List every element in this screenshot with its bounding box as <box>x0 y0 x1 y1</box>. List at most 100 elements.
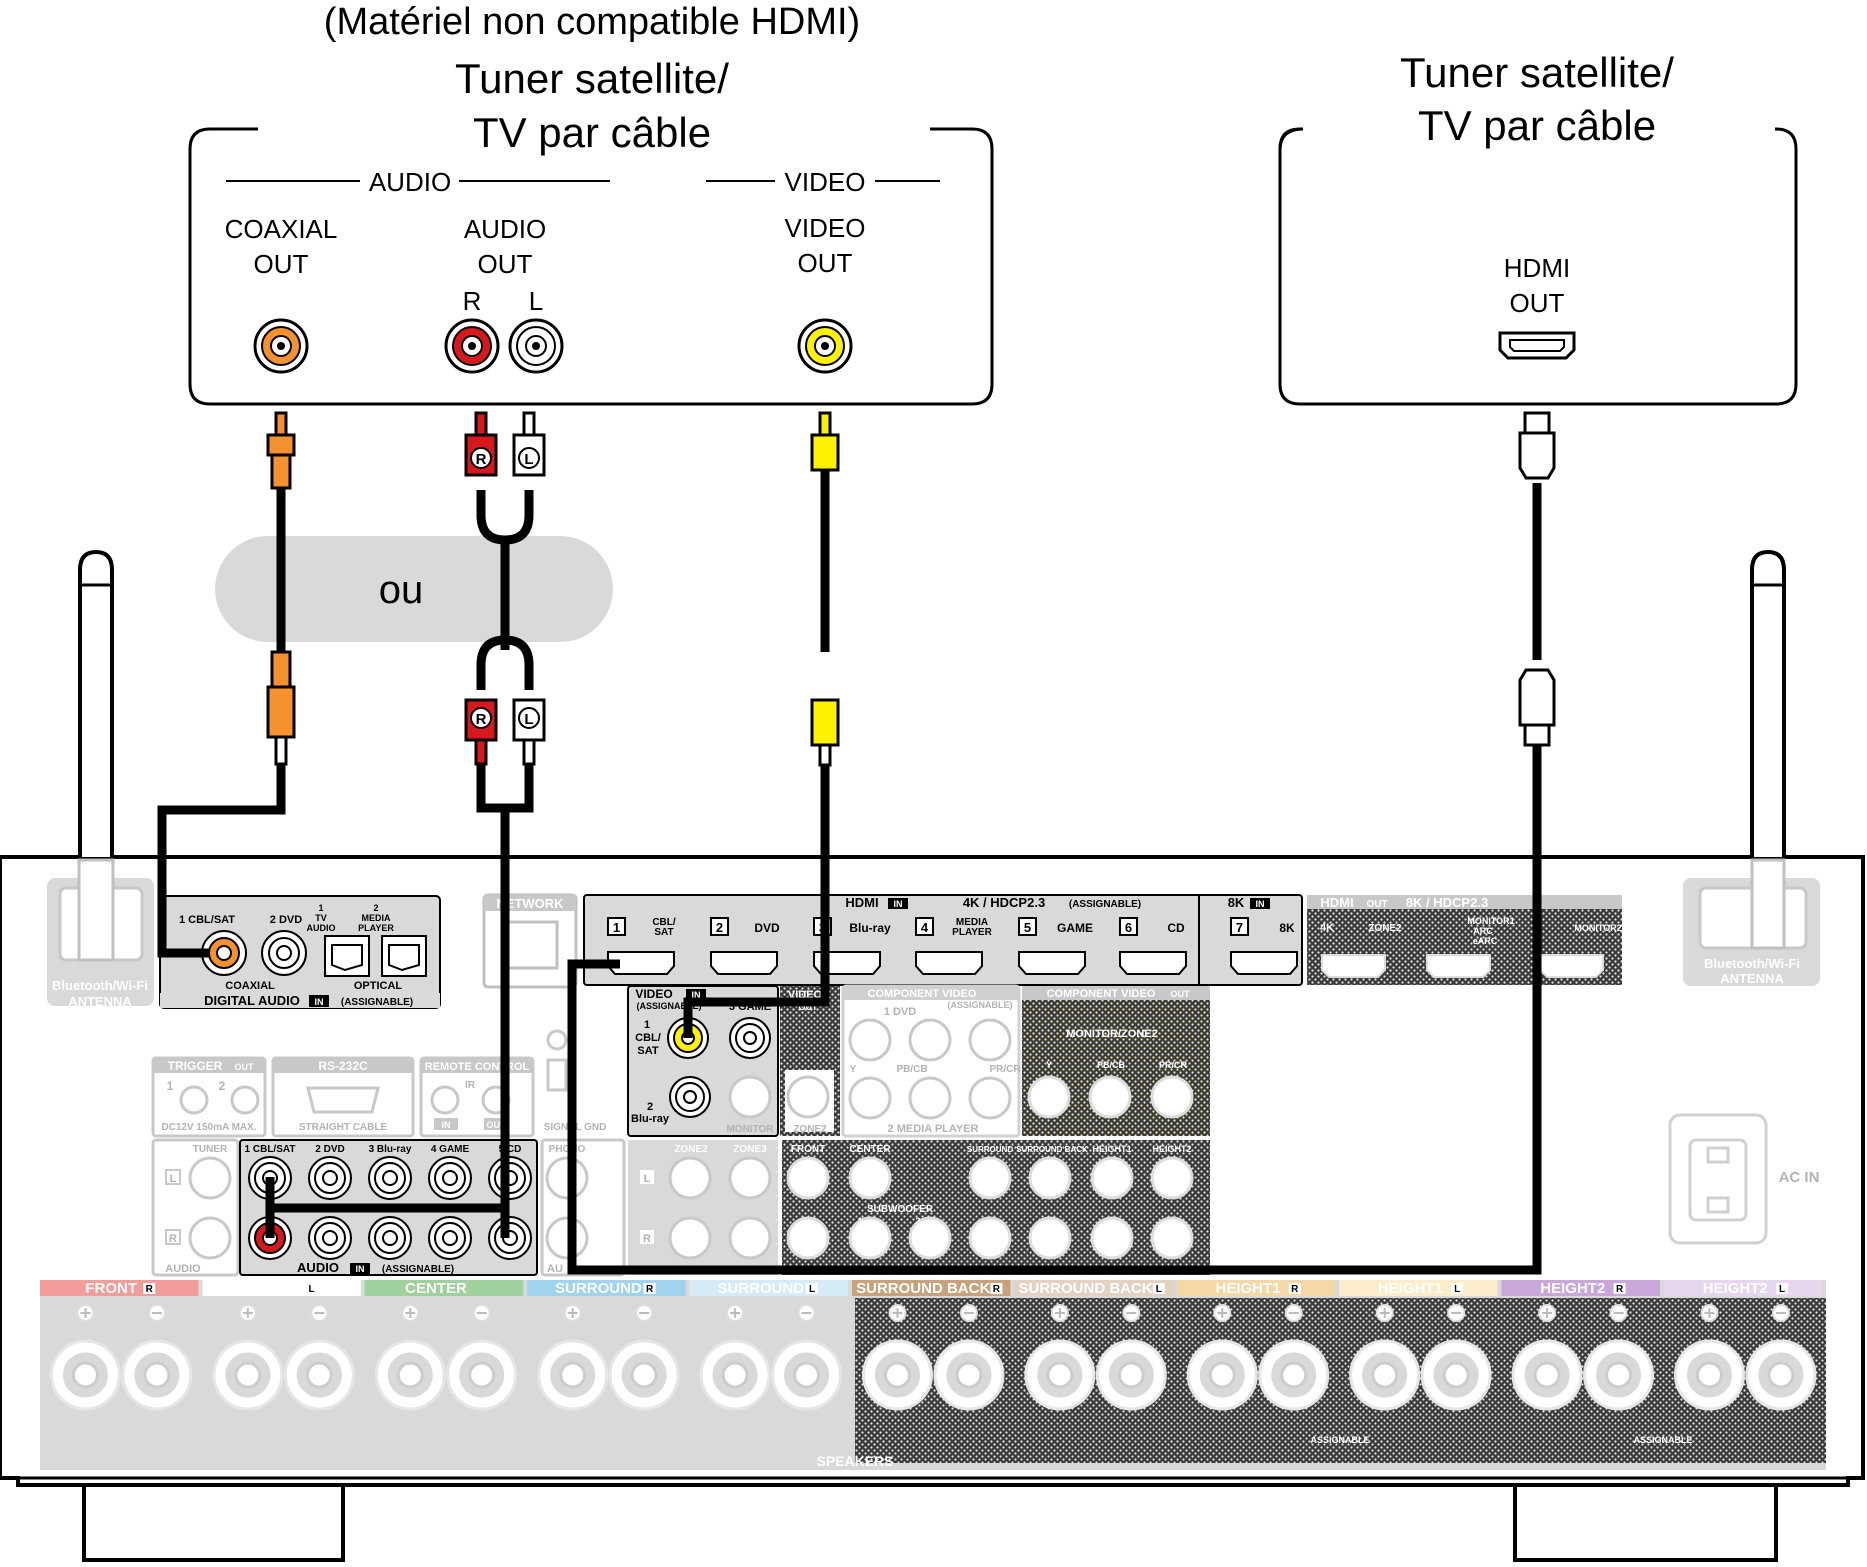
speaker-channel-header <box>364 1280 524 1296</box>
hdmi-in-port <box>1230 951 1298 975</box>
speaker-side-letter: L <box>1454 1284 1460 1295</box>
audio-in-input-label: 4 GAME <box>431 1144 470 1155</box>
pre-out-jack <box>968 1156 1012 1200</box>
hdmi-out-earc: eARC <box>1473 936 1498 946</box>
speaker-channel-label: SURROUND BACK <box>1019 1280 1153 1297</box>
zone-r: R <box>643 1233 651 1245</box>
trigger-out: OUT <box>235 1062 255 1072</box>
hdmi-in-number-box <box>1230 917 1249 936</box>
hdmi-in-name: 8K <box>1279 921 1295 935</box>
zone-pre-out: ZONE2 ZONE3 L R <box>628 1140 778 1275</box>
speaker-channel-label: SURROUND <box>555 1280 642 1297</box>
speaker-channel-label: HEIGHT1 <box>1215 1280 1280 1297</box>
hdmi-in-8k-badge: IN <box>1256 899 1265 909</box>
optical-label: OPTICAL <box>354 980 403 992</box>
pre-out-jack <box>1028 1156 1072 1200</box>
hdmi-in-number: 4 <box>921 920 929 935</box>
video-in-1-num: 1 <box>644 1019 650 1031</box>
zone-l: L <box>644 1173 651 1185</box>
antenna-right-label-2: ANTENNA <box>1720 971 1784 986</box>
hdmi-out-jack <box>1498 331 1576 360</box>
device-right-title-line1: Tuner satellite/ <box>1400 49 1674 96</box>
hdmi-in-name: MEDIA <box>956 917 988 928</box>
optical1-num: 1 <box>318 903 323 913</box>
coaxial-out-label-2: OUT <box>254 249 309 279</box>
assignable-height1: ASSIGNABLE <box>1310 1435 1369 1445</box>
hdmi-out-arc: ARC <box>1473 926 1493 936</box>
phono-label: PHONO <box>549 1144 586 1155</box>
optical2-name-2: PLAYER <box>358 923 394 933</box>
pre-out-jack <box>786 1216 830 1260</box>
hdmi-in-name: GAME <box>1057 921 1093 935</box>
pre-out-jack <box>1150 1156 1194 1200</box>
speaker-channel-label: CENTER <box>405 1280 467 1297</box>
hdmi-in-number: 1 <box>613 920 620 935</box>
ac-in: AC IN <box>1668 1113 1819 1245</box>
component-video-out: COMPONENT VIDEO OUT MONITOR/ZONE2 Y PB/C… <box>1022 986 1210 1136</box>
component-out-pr: PR/CR <box>1159 1060 1188 1070</box>
video-in-badge: IN <box>692 990 701 1000</box>
video-out-block: VIDEO OUT MONITOR ZONE2 <box>726 986 840 1136</box>
cables <box>157 470 1542 1275</box>
speaker-side-letter: L <box>1156 1284 1162 1295</box>
digital-audio-in-badge: IN <box>315 997 324 1007</box>
hdmi-in-name: PLAYER <box>952 927 992 938</box>
hdmi-in-title: HDMI <box>845 895 878 910</box>
remote-in: IN <box>442 1120 451 1130</box>
hdmi-in-spec: 4K / HDCP2.3 <box>963 895 1045 910</box>
coaxial-out-label-1: COAXIAL <box>225 214 338 244</box>
audio-in-input-label: 3 Blu-ray <box>369 1144 412 1155</box>
video-in-assignable: (ASSIGNABLE) <box>637 1001 702 1011</box>
component-in-media: 2 MEDIA PLAYER <box>888 1123 979 1135</box>
hdmi-in-name: CD <box>1167 921 1185 935</box>
speaker-channel-label: HEIGHT2 <box>1540 1280 1605 1297</box>
speaker-channel-header <box>852 1280 1011 1296</box>
component-out-badge: OUT <box>1171 989 1191 999</box>
audio-in-input-label: 1 CBL/SAT <box>245 1144 296 1155</box>
hdmi-in-number: 6 <box>1125 920 1132 935</box>
pre-out-height2: HEIGHT2 <box>1152 1144 1191 1154</box>
hdmi-in-assignable: (ASSIGNABLE) <box>1069 899 1141 910</box>
hdmi-in-number-box <box>607 917 626 936</box>
remote-title: REMOTE CONTROL <box>425 1061 530 1073</box>
hdmi-in-name: DVD <box>754 921 780 935</box>
speaker-side-box <box>143 1283 156 1294</box>
audio-in-title: AUDIO <box>297 1260 339 1275</box>
video-in-2-num: 2 <box>647 1101 653 1113</box>
or-bubble: ou <box>215 536 613 642</box>
remote-out: OUT <box>487 1120 507 1130</box>
hdmi-out-label-1: HDMI <box>1504 253 1570 283</box>
pre-out-height1: HEIGHT1 <box>1092 1144 1131 1154</box>
speaker-channel-header <box>40 1280 199 1296</box>
hdmi-in-name: Blu-ray <box>849 921 891 935</box>
digital-coax-jack-2 <box>261 930 307 976</box>
hdmi-out-title: HDMI <box>1320 895 1353 910</box>
hdmi-out-label-2: OUT <box>1510 288 1565 318</box>
device-left-title-line1: Tuner satellite/ <box>455 55 729 102</box>
pre-out-jack <box>1090 1216 1134 1260</box>
component-in-pb: PB/CB <box>896 1064 927 1075</box>
tuner-audio-label: AUDIO <box>165 1263 201 1275</box>
rs232c-title: RS-232C <box>318 1059 368 1073</box>
remote-ir: IR <box>465 1080 476 1091</box>
hdmi-in-8k-spec: 8K <box>1228 895 1245 910</box>
hdmi-in-number-box <box>915 917 934 936</box>
speaker-side-box <box>305 1283 318 1294</box>
pre-out-jack <box>1028 1216 1072 1260</box>
rs232c-sub: STRAIGHT CABLE <box>299 1122 388 1133</box>
pre-out-surround-back: SURROUND BACK <box>1016 1145 1088 1154</box>
component-in-pr: PR/CR <box>989 1064 1021 1075</box>
hdmi-in-number: 7 <box>1236 920 1243 935</box>
speaker-side-letter: R <box>646 1284 654 1295</box>
channel-r-label: R <box>463 286 482 316</box>
component-out-zone: MONITOR/ZONE2 <box>1066 1028 1157 1040</box>
digital-audio-title: DIGITAL AUDIO <box>204 993 300 1008</box>
hdmi-out-badge: OUT <box>1366 899 1387 910</box>
plug-l-lower: L <box>524 711 533 728</box>
coaxial-label: COAXIAL <box>225 980 275 992</box>
hdmi-in-name: SAT <box>654 927 673 938</box>
digital-coax-jack-1 <box>201 930 247 976</box>
or-label: ou <box>379 568 424 612</box>
hdmi-in-number-box <box>1018 917 1037 936</box>
coaxial-out-jack <box>253 318 309 374</box>
